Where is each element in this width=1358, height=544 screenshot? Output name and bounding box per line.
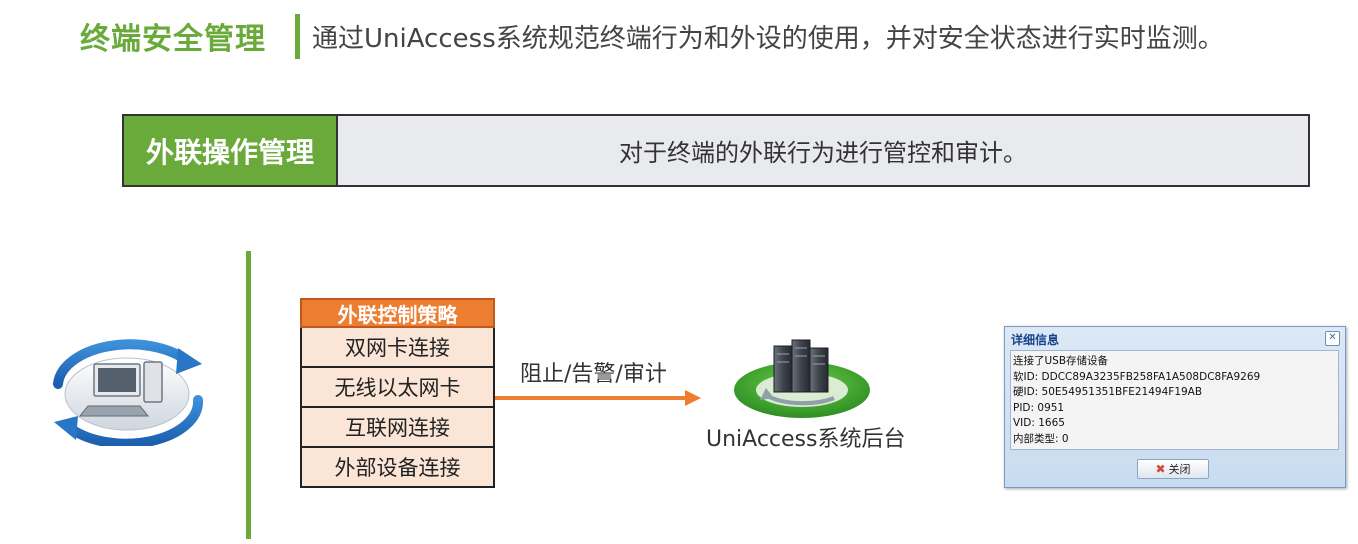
policy-table: 外联控制策略 双网卡连接 无线以太网卡 互联网连接 外部设备连接 [300,298,495,488]
banner-text: 对于终端的外联行为进行管控和审计。 [619,139,1027,167]
x-icon: ✖ [1155,462,1166,476]
policy-table-header: 外联控制策略 [300,298,495,328]
server-cluster-icon [734,339,870,418]
section-banner: 外联操作管理 对于终端的外联行为进行管控和审计。 [122,114,1310,187]
arrow-label: 阻止/告警/审计 [520,362,667,387]
dialog-title: 详细信息 [1011,333,1060,347]
page-description: 通过UniAccess系统规范终端行为和外设的使用，并对安全状态进行实时监测。 [312,24,1224,54]
page-title: 终端安全管理 [80,22,266,57]
detail-line: 软ID: DDCC89A3235FB258FA1A508DC8FA9269 [1013,370,1261,383]
close-button[interactable]: ✖ 关闭 [1137,459,1209,479]
right-arrow-icon [495,390,701,406]
banner-label: 外联操作管理 [124,116,338,185]
detail-line: 内部类型: 0 [1013,432,1069,445]
policy-item: 双网卡连接 [300,328,495,368]
server-label: UniAccess系统后台 [706,427,906,452]
detail-line: PID: 0951 [1013,401,1065,414]
detail-dialog: 详细信息 ✕ 连接了USB存储设备 软ID: DDCC89A3235FB258F… [1004,326,1346,488]
dialog-body: 连接了USB存储设备 软ID: DDCC89A3235FB258FA1A508D… [1010,350,1339,450]
title-divider [295,14,300,59]
close-button-label: 关闭 [1168,463,1191,476]
computer-sync-icon [53,339,204,446]
policy-item: 外部设备连接 [300,448,495,488]
detail-line: VID: 1665 [1013,417,1065,430]
detail-line: 硬ID: 50E54951351BFE21494F19AB [1013,386,1203,399]
detail-line: 连接了USB存储设备 [1013,355,1109,367]
close-icon[interactable]: ✕ [1325,331,1340,346]
policy-item: 无线以太网卡 [300,368,495,408]
vertical-divider [246,251,251,539]
policy-item: 互联网连接 [300,408,495,448]
